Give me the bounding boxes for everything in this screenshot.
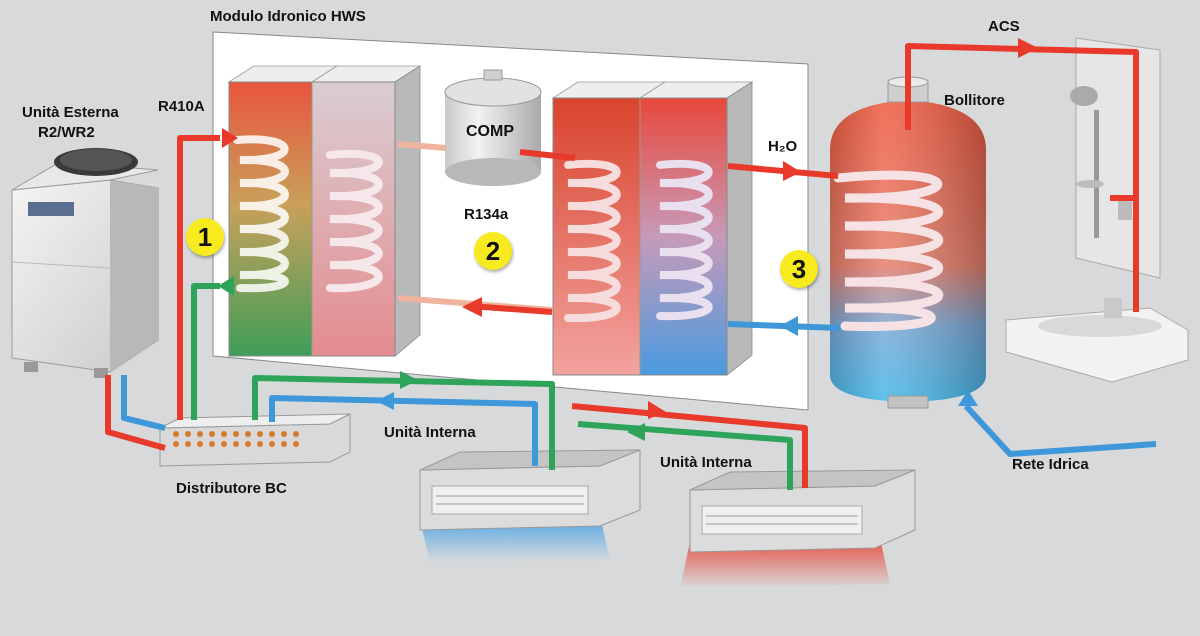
arrow-indoor2-green	[627, 423, 645, 441]
arrow-acs	[1018, 38, 1038, 58]
bc-distributor	[159, 413, 351, 467]
boiler-label: Bollitore	[944, 92, 1005, 109]
pipe-mains	[963, 403, 1157, 457]
arrow-indoor1-blue	[376, 392, 394, 410]
outdoor-unit-model: R2/WR2	[38, 124, 95, 141]
stage-badge-3: 3	[780, 250, 818, 288]
comp-label: COMP	[466, 123, 514, 140]
flow-arrows	[218, 38, 1038, 441]
water-mains-label: Rete Idrica	[1012, 456, 1089, 473]
coil-3	[564, 159, 621, 323]
heat-exchanger-1	[227, 65, 422, 357]
pipe-hx2-return	[469, 303, 553, 315]
outdoor-unit	[11, 148, 159, 378]
stage-badge-2: 2	[474, 232, 512, 270]
arrow-indoor1-green	[400, 371, 418, 389]
distributor-label: Distributore BC	[176, 480, 287, 497]
outdoor-unit-title: Unità Esterna	[22, 104, 119, 121]
indoor-unit-1-label: Unità Interna	[384, 424, 476, 441]
bathroom-fixtures	[1005, 37, 1189, 383]
coils	[233, 135, 713, 323]
r134a-label: R134a	[464, 206, 509, 223]
arrow-mains	[958, 390, 978, 406]
coil-2	[326, 149, 383, 293]
pipe-r410a-red	[177, 135, 220, 420]
arrow-r410a	[222, 128, 238, 148]
arrow-hx2-return	[462, 297, 482, 317]
hot-water-tank	[830, 76, 986, 409]
pipe-indoor1-blue	[269, 395, 538, 466]
indoor-unit-1	[419, 449, 641, 562]
indoor-unit-2-label: Unità Interna	[660, 454, 752, 471]
compressor	[444, 69, 542, 186]
arrow-indoor2-red	[648, 401, 666, 419]
arrow-h2o-hot	[783, 161, 801, 181]
pipe-r410a-green	[191, 283, 220, 420]
acs-label: ACS	[988, 18, 1020, 35]
stage-badge-1: 1	[186, 218, 224, 256]
pipe-outdoor-red	[105, 375, 166, 451]
r410a-label: R410A	[158, 98, 205, 115]
arrow-h2o-cold	[780, 316, 798, 336]
pipe-indoor2-green	[577, 421, 793, 490]
h2o-label: H₂O	[768, 138, 798, 155]
coil-4	[656, 159, 713, 321]
pipe-outdoor-blue	[121, 375, 166, 431]
coil-1	[233, 135, 289, 293]
pipe-hx1-comp	[397, 141, 447, 151]
indoor-unit-2	[680, 469, 916, 588]
pipe-comp-hx2	[519, 149, 576, 161]
arrow-green-in	[218, 276, 234, 296]
module-title: Modulo Idronico HWS	[210, 8, 366, 25]
